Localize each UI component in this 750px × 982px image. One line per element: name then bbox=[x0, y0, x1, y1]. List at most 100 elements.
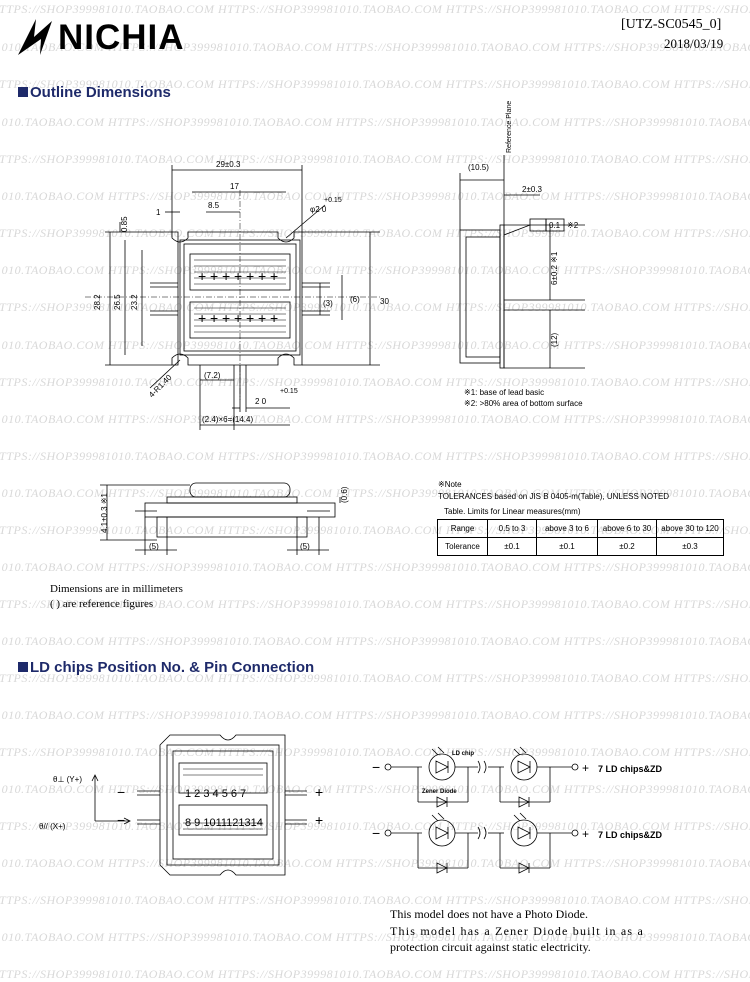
chip-minus-bottom: − bbox=[117, 812, 125, 828]
tolerance-line-1: TOLERANCES based on JIS B 0405-m(Table),… bbox=[438, 492, 670, 501]
watermark-row: HTTPS://SHOP399981010.TAOBAO.COM HTTPS:/… bbox=[0, 449, 750, 463]
watermark-row: HTTPS://SHOP399981010.TAOBAO.COM HTTPS:/… bbox=[0, 967, 750, 981]
watermark-row: HTTPS://SHOP399981010.TAOBAO.COM HTTPS:/… bbox=[0, 856, 750, 870]
watermark-row: HTTPS://SHOP399981010.TAOBAO.COM HTTPS:/… bbox=[0, 375, 750, 389]
dim-3: (3) bbox=[323, 299, 333, 308]
svg-text:+: + bbox=[234, 268, 242, 284]
dim-width: 29±0.3 bbox=[216, 160, 241, 169]
chip-position-diagram: θ⊥ (Y+) θ// (X+) 1 2 3 4 5 6 7 8 9 10111… bbox=[39, 734, 323, 876]
watermark-row: HTTPS://SHOP399981010.TAOBAO.COM HTTPS:/… bbox=[0, 486, 750, 500]
table-row: Tolerance ±0.1 ±0.1 ±0.2 ±0.3 bbox=[437, 537, 724, 556]
watermark-row: HTTPS://SHOP399981010.TAOBAO.COM HTTPS:/… bbox=[0, 745, 750, 759]
svg-text:+: + bbox=[258, 310, 266, 326]
tolerance-note-title: ※Note bbox=[438, 480, 462, 489]
watermark-row: HTTPS://SHOP399981010.TAOBAO.COM HTTPS:/… bbox=[0, 930, 750, 944]
chip-minus-top: − bbox=[117, 784, 125, 800]
square-bullet-icon bbox=[18, 87, 28, 97]
circuit-plus-bottom: + bbox=[582, 827, 589, 841]
dim-hole-tol: +0.15 bbox=[324, 197, 342, 204]
watermark-row: HTTPS://SHOP399981010.TAOBAO.COM HTTPS:/… bbox=[0, 2, 750, 16]
watermark-row: HTTPS://SHOP399981010.TAOBAO.COM HTTPS:/… bbox=[0, 634, 750, 648]
side-dim-2: 2±0.3 bbox=[522, 185, 543, 194]
watermark-row: HTTPS://SHOP399981010.TAOBAO.COM HTTPS:/… bbox=[0, 263, 750, 277]
dim-pin-tol: +0.15 bbox=[280, 388, 298, 395]
table-row: Range 0.5 to 3 above 3 to 6 above 6 to 3… bbox=[437, 519, 724, 538]
side-dim-10-5: (10.5) bbox=[468, 163, 489, 172]
watermark-row: HTTPS://SHOP399981010.TAOBAO.COM HTTPS:/… bbox=[0, 597, 750, 611]
footer-note-2: This model has a Zener Diode built in as… bbox=[390, 924, 645, 938]
table-cell: Tolerance bbox=[437, 537, 488, 556]
chip-plus-top: + bbox=[315, 784, 323, 800]
footer-note-1: This model does not have a Photo Diode. bbox=[390, 907, 588, 921]
watermark-row: HTTPS://SHOP399981010.TAOBAO.COM HTTPS:/… bbox=[0, 819, 750, 833]
circuit-label-bottom: 7 LD chips&ZD bbox=[598, 830, 663, 840]
front-dim-4-1: 4.1±0.3 ※1 bbox=[100, 492, 109, 533]
chip-row-2: 8 9 1011121314 bbox=[185, 817, 263, 829]
watermark-row: HTTPS://SHOP399981010.TAOBAO.COM HTTPS:/… bbox=[0, 412, 750, 426]
dim-6: (6) bbox=[350, 295, 360, 304]
table-header: above 30 to 120 bbox=[656, 519, 724, 538]
svg-text:+: + bbox=[198, 268, 206, 284]
tolerance-table: Range 0.5 to 3 above 3 to 6 above 6 to 3… bbox=[437, 519, 724, 556]
axis-y-label: θ⊥ (Y+) bbox=[53, 775, 82, 784]
watermark-row: HTTPS://SHOP399981010.TAOBAO.COM HTTPS:/… bbox=[0, 115, 750, 129]
dim-28-2: 28.2 bbox=[93, 294, 102, 310]
dim-23-2: 23.2 bbox=[130, 294, 139, 310]
watermark-row: HTTPS://SHOP399981010.TAOBAO.COM HTTPS:/… bbox=[0, 226, 750, 240]
document-id: [UTZ-SC0545_0] bbox=[621, 17, 722, 32]
nichia-logo-icon bbox=[18, 19, 52, 55]
watermark-row: HTTPS://SHOP399981010.TAOBAO.COM HTTPS:/… bbox=[0, 671, 750, 685]
top-view-drawing: +++++++ +++++++ 29±0.3 17 8.5 1 φ2 0 +0.… bbox=[85, 160, 389, 430]
svg-text:+: + bbox=[198, 310, 206, 326]
reference-plane: Reference Plane bbox=[506, 101, 513, 153]
svg-text:+: + bbox=[210, 310, 218, 326]
watermark-row: HTTPS://SHOP399981010.TAOBAO.COM HTTPS:/… bbox=[0, 893, 750, 907]
dim-26-5: 26.5 bbox=[113, 294, 122, 310]
table-header: 0.5 to 3 bbox=[487, 519, 537, 538]
section-title-outline: Outline Dimensions bbox=[18, 84, 171, 101]
watermark-row: HTTPS://SHOP399981010.TAOBAO.COM HTTPS:/… bbox=[0, 300, 750, 314]
svg-text:+: + bbox=[222, 268, 230, 284]
svg-text:+: + bbox=[246, 310, 254, 326]
chip-row-1: 1 2 3 4 5 6 7 bbox=[185, 788, 246, 800]
dim-0-85: 0.85 bbox=[120, 216, 129, 232]
circuit-plus-top: + bbox=[582, 761, 589, 775]
dim-pitch: (2.4)×6=(14.4) bbox=[202, 415, 253, 424]
front-view-drawing: (5) (5) 4.1±0.3 ※1 (0.6) bbox=[100, 482, 349, 555]
dim-7-2: (7.2) bbox=[204, 371, 221, 380]
dim-pin: 2 0 bbox=[255, 397, 267, 406]
svg-text:+: + bbox=[270, 310, 278, 326]
svg-text:+: + bbox=[270, 268, 278, 284]
side-dim-flat-mark: ※2 bbox=[567, 221, 579, 230]
dim-30: 30 bbox=[380, 297, 389, 306]
footer-note-3: protection circuit against static electr… bbox=[390, 940, 591, 954]
ld-chip-label: LD chip bbox=[452, 751, 474, 757]
brand-logo: NICHIA bbox=[58, 18, 185, 57]
watermark-row: HTTPS://SHOP399981010.TAOBAO.COM HTTPS:/… bbox=[0, 77, 750, 91]
side-note-1: ※1: base of lead basic bbox=[464, 388, 545, 397]
watermark-row: HTTPS://SHOP399981010.TAOBAO.COM HTTPS:/… bbox=[0, 189, 750, 203]
svg-text:+: + bbox=[246, 268, 254, 284]
watermark-row: HTTPS://SHOP399981010.TAOBAO.COM HTTPS:/… bbox=[0, 338, 750, 352]
zener-diode-label: Zener Diode bbox=[422, 789, 457, 795]
table-cell: ±0.1 bbox=[536, 537, 598, 556]
circuit-label-top: 7 LD chips&ZD bbox=[598, 764, 663, 774]
square-bullet-icon bbox=[18, 662, 28, 672]
watermark-row: HTTPS://SHOP399981010.TAOBAO.COM HTTPS:/… bbox=[0, 152, 750, 166]
tolerance-line-2: Table. Limits for Linear measures(mm) bbox=[444, 507, 581, 516]
dim-hole: φ2 0 bbox=[310, 205, 327, 214]
table-cell: ±0.2 bbox=[597, 537, 657, 556]
table-header: above 6 to 30 bbox=[597, 519, 657, 538]
dimension-note-1: Dimensions are in millimeters bbox=[50, 583, 183, 595]
dim-1: 1 bbox=[156, 208, 161, 217]
circuit-minus-top: − bbox=[372, 759, 380, 775]
side-dim-6: 6±0.2 ※1 bbox=[550, 251, 559, 285]
side-dim-12: (12) bbox=[550, 332, 559, 347]
svg-text:+: + bbox=[222, 310, 230, 326]
side-dim-flat: 0.1 bbox=[549, 221, 561, 230]
table-cell: ±0.1 bbox=[487, 537, 537, 556]
table-header: above 3 to 6 bbox=[536, 519, 598, 538]
front-dim-5-right: (5) bbox=[300, 542, 310, 551]
svg-text:+: + bbox=[210, 268, 218, 284]
watermark-row: HTTPS://SHOP399981010.TAOBAO.COM HTTPS:/… bbox=[0, 560, 750, 574]
